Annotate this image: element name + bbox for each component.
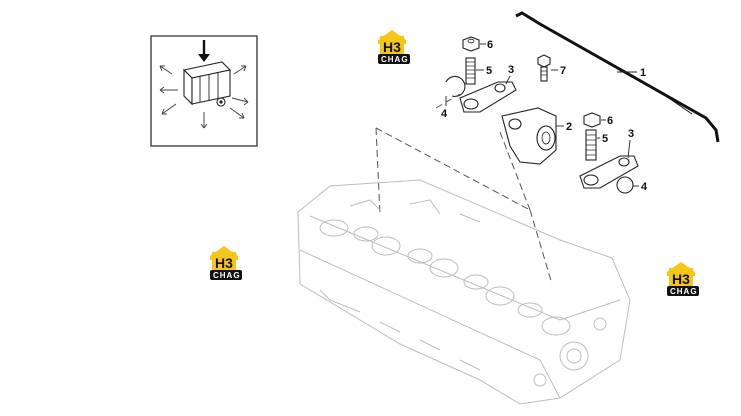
- nut-6-lower: 6: [583, 112, 613, 128]
- nut-6-upper: 6: [462, 36, 493, 52]
- logo-mark: H3: [383, 39, 401, 55]
- logo-mark: H3: [215, 255, 233, 271]
- clip-4-upper: 4: [441, 75, 466, 120]
- callout-4a: 4: [441, 108, 448, 120]
- screw-7: 7: [537, 54, 566, 82]
- callout-5b: 5: [602, 133, 608, 145]
- stud-5-lower: 5: [585, 129, 608, 161]
- callout-3b: 3: [628, 128, 634, 140]
- rocker-arm-3-upper: 3: [459, 64, 517, 113]
- alignment-dashed-lines: [375, 93, 553, 285]
- callout-6b: 6: [607, 115, 613, 127]
- logo-word: CHAG: [381, 55, 409, 64]
- rail-part-1: 1: [515, 11, 720, 143]
- clip-4-lower: 4: [616, 176, 648, 194]
- inset-detail: [150, 35, 258, 147]
- callout-7: 7: [560, 65, 566, 77]
- logo-word: CHAG: [213, 271, 241, 280]
- callout-1: 1: [640, 67, 646, 79]
- watermark-logo-2: H3 CHAG: [210, 246, 242, 280]
- callout-3a: 3: [508, 64, 514, 76]
- bracket-2: 2: [501, 107, 572, 165]
- callout-4b: 4: [641, 181, 648, 193]
- watermark-logo-3: H3 CHAG: [667, 262, 699, 296]
- callout-2: 2: [566, 121, 572, 133]
- rocker-arm-3-lower: 3: [579, 128, 639, 189]
- down-arrow-icon: [198, 40, 210, 62]
- cylinder-head: [297, 179, 631, 405]
- callout-5a: 5: [486, 65, 492, 77]
- logo-mark: H3: [672, 271, 690, 287]
- logo-word: CHAG: [670, 287, 698, 296]
- direction-arrows: [159, 65, 249, 129]
- block-component: [182, 61, 232, 107]
- stud-5-upper: 5: [465, 57, 492, 85]
- watermark-logo-1: H3 CHAG: [378, 30, 410, 64]
- callout-6a: 6: [487, 39, 493, 51]
